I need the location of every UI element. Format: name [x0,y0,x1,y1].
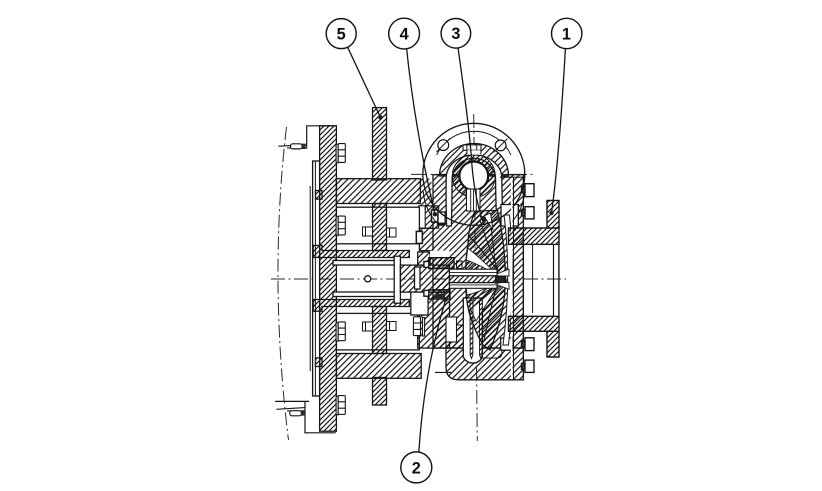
svg-text:2: 2 [412,459,421,477]
svg-text:3: 3 [451,25,460,43]
svg-text:5: 5 [337,26,346,44]
svg-text:1: 1 [562,25,571,43]
svg-text:4: 4 [400,26,409,44]
